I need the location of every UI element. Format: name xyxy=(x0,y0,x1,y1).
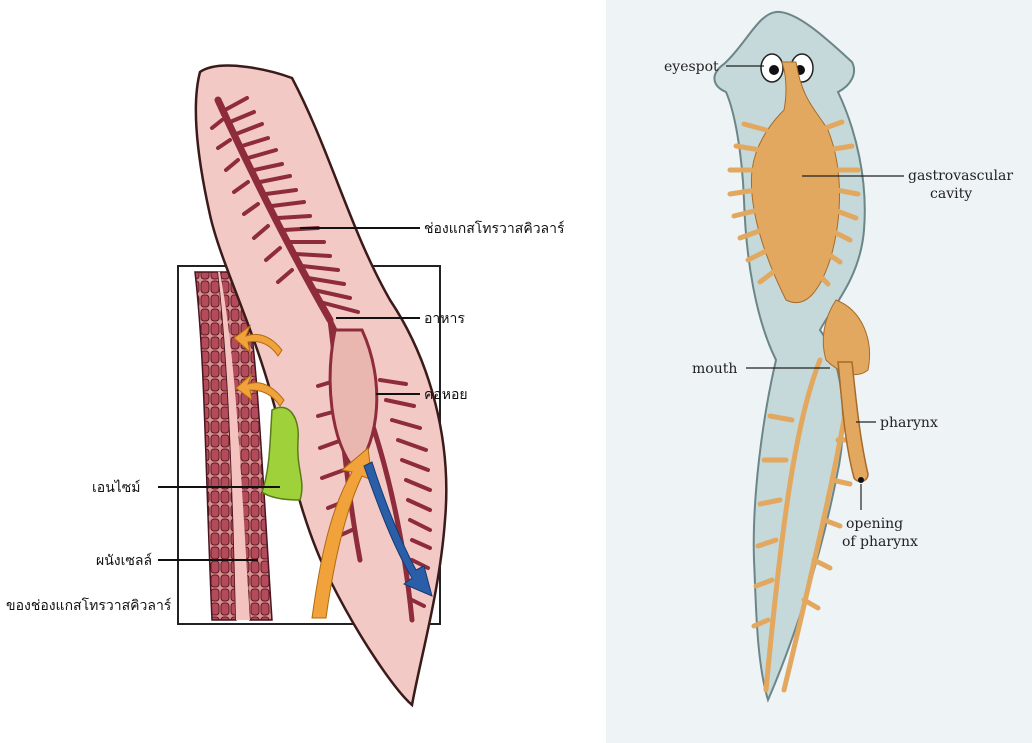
label-opening-line2: of pharynx xyxy=(842,534,918,550)
planarian-anatomy-diagram: eyespot gastrovascular cavity mouth phar… xyxy=(606,0,1032,743)
label-cell-wall-line2: ของช่องแกสโทรวาสคิวลาร์ xyxy=(6,597,172,614)
label-gastrovascular-cavity: ช่องแกสโทรวาสคิวลาร์ xyxy=(424,220,565,237)
label-gastrovascular-line1: gastrovascular xyxy=(908,168,1013,184)
pharynx-opening-dot xyxy=(858,477,864,483)
label-enzyme: เอนไซม์ xyxy=(92,479,141,496)
label-mouth: mouth xyxy=(692,361,737,377)
label-food: อาหาร xyxy=(424,311,465,327)
right-illustration: eyespot gastrovascular cavity mouth phar… xyxy=(606,0,1032,743)
label-eyespot: eyespot xyxy=(664,59,719,75)
planarian-digestion-diagram: ช่องแกสโทรวาสคิวลาร์ อาหาร คอหอย เอนไซม์… xyxy=(0,0,600,743)
label-cell-wall-line1: ผนังเซลล์ xyxy=(96,552,152,569)
label-gastrovascular-line2: cavity xyxy=(930,186,972,202)
left-illustration: ช่องแกสโทรวาสคิวลาร์ อาหาร คอหอย เอนไซม์… xyxy=(0,0,600,743)
label-pharynx: คอหอย xyxy=(424,387,468,403)
label-opening-line1: opening xyxy=(846,516,903,532)
label-pharynx-right: pharynx xyxy=(880,415,938,431)
